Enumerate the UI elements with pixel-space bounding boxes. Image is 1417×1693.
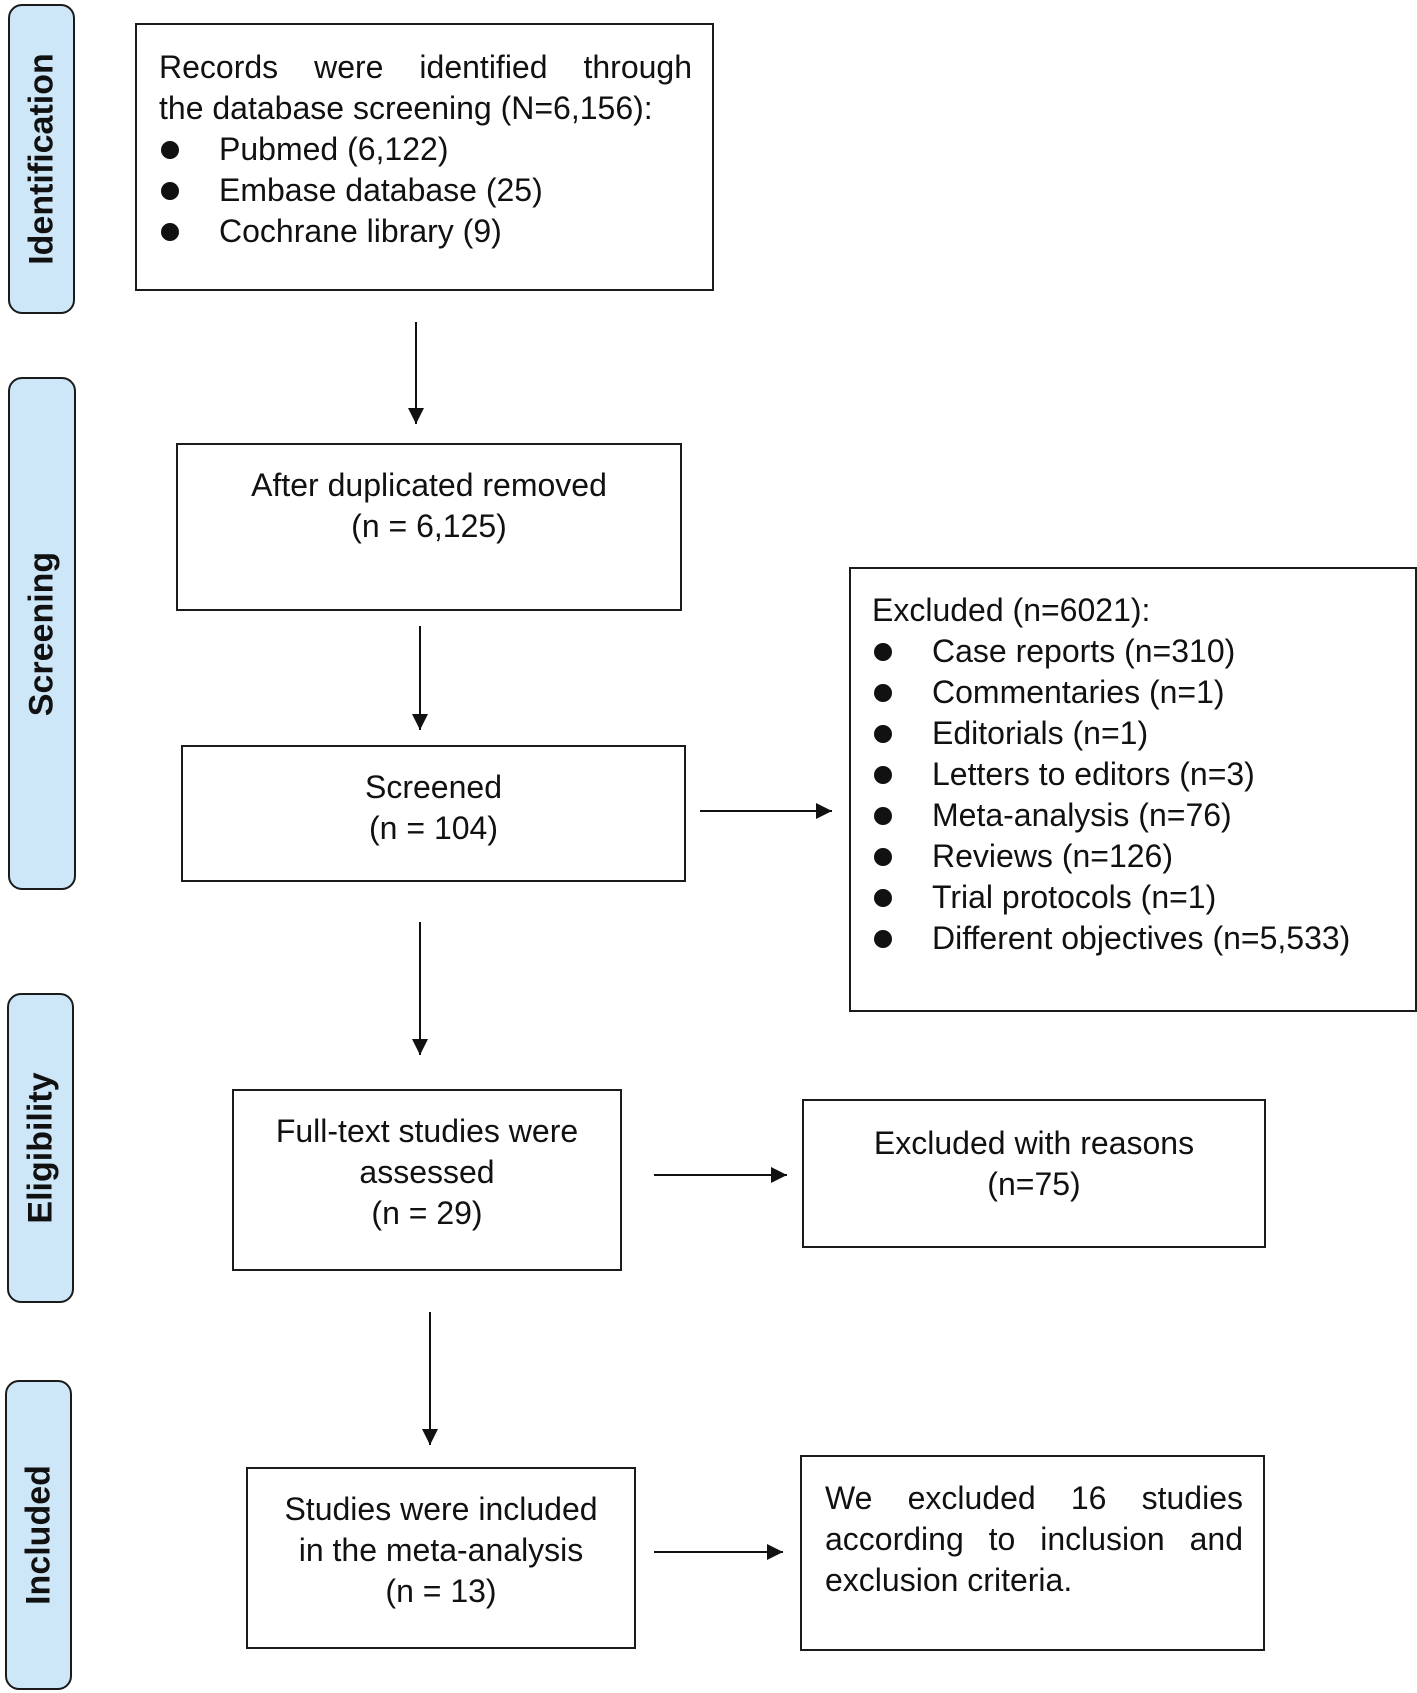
excluded-by-criteria-line2: according to inclusion and — [825, 1521, 1243, 1557]
excluded-by-criteria-box: We excluded 16 studies according to incl… — [800, 1455, 1265, 1651]
arrowhead-right — [767, 1544, 783, 1560]
list-item: Embase database (25) — [159, 170, 692, 211]
records-identified-line2: the database screening (N=6,156): — [159, 90, 653, 126]
duplicates-removed-count: (n = 6,125) — [351, 508, 507, 544]
studies-included-count: (n = 13) — [385, 1573, 497, 1609]
excluded-by-criteria-line3: exclusion criteria. — [825, 1562, 1073, 1598]
studies-included-box: Studies were included in the meta-analys… — [246, 1467, 636, 1649]
list-item: Different objectives (n=5,533) — [872, 918, 1415, 959]
list-item: Editorials (n=1) — [872, 713, 1415, 754]
list-item: Case reports (n=310) — [872, 631, 1415, 672]
duplicates-removed-label: After duplicated removed — [251, 467, 607, 503]
stage-tab-identification: Identification — [8, 4, 75, 314]
list-item: Commentaries (n=1) — [872, 672, 1415, 713]
database-source-list: Pubmed (6,122) Embase database (25) Coch… — [159, 129, 692, 252]
studies-included-line2: in the meta-analysis — [298, 1532, 584, 1568]
list-item: Letters to editors (n=3) — [872, 754, 1415, 795]
records-identified-line1: Records were identified through — [159, 49, 692, 85]
arrowhead-right — [816, 803, 832, 819]
records-identified-box: Records were identified through the data… — [135, 23, 714, 291]
list-item: Trial protocols (n=1) — [872, 877, 1415, 918]
excluded-records-title: Excluded (n=6021): — [872, 592, 1151, 628]
screened-count: (n = 104) — [369, 810, 498, 846]
fulltext-assessed-line2: assessed — [359, 1154, 495, 1190]
screened-label: Screened — [365, 769, 502, 805]
duplicates-removed-box: After duplicated removed (n = 6,125) — [176, 443, 682, 611]
fulltext-assessed-box: Full-text studies were assessed (n = 29) — [232, 1089, 622, 1271]
arrowhead-down — [412, 714, 428, 730]
excluded-records-box: Excluded (n=6021): Case reports (n=310) … — [849, 567, 1417, 1012]
fulltext-assessed-line1: Full-text studies were — [275, 1113, 579, 1149]
list-item: Cochrane library (9) — [159, 211, 692, 252]
fulltext-assessed-count: (n = 29) — [371, 1195, 483, 1231]
excluded-with-reasons-count: (n=75) — [987, 1166, 1081, 1202]
arrowhead-down — [422, 1429, 438, 1445]
screened-box: Screened (n = 104) — [181, 745, 686, 882]
excluded-with-reasons-label: Excluded with reasons — [873, 1125, 1195, 1161]
stage-tab-included: Included — [5, 1380, 72, 1690]
excluded-by-criteria-line1: We excluded 16 studies — [825, 1480, 1243, 1516]
arrowhead-right — [771, 1167, 787, 1183]
studies-included-line1: Studies were included — [284, 1491, 598, 1527]
arrowhead-down — [412, 1039, 428, 1055]
stage-tab-eligibility: Eligibility — [7, 993, 74, 1303]
list-item: Meta-analysis (n=76) — [872, 795, 1415, 836]
exclusion-category-list: Case reports (n=310) Commentaries (n=1) … — [872, 631, 1415, 959]
stage-tab-screening: Screening — [8, 377, 76, 890]
excluded-with-reasons-box: Excluded with reasons (n=75) — [802, 1099, 1266, 1248]
list-item: Reviews (n=126) — [872, 836, 1415, 877]
list-item: Pubmed (6,122) — [159, 129, 692, 170]
arrowhead-down — [408, 408, 424, 424]
